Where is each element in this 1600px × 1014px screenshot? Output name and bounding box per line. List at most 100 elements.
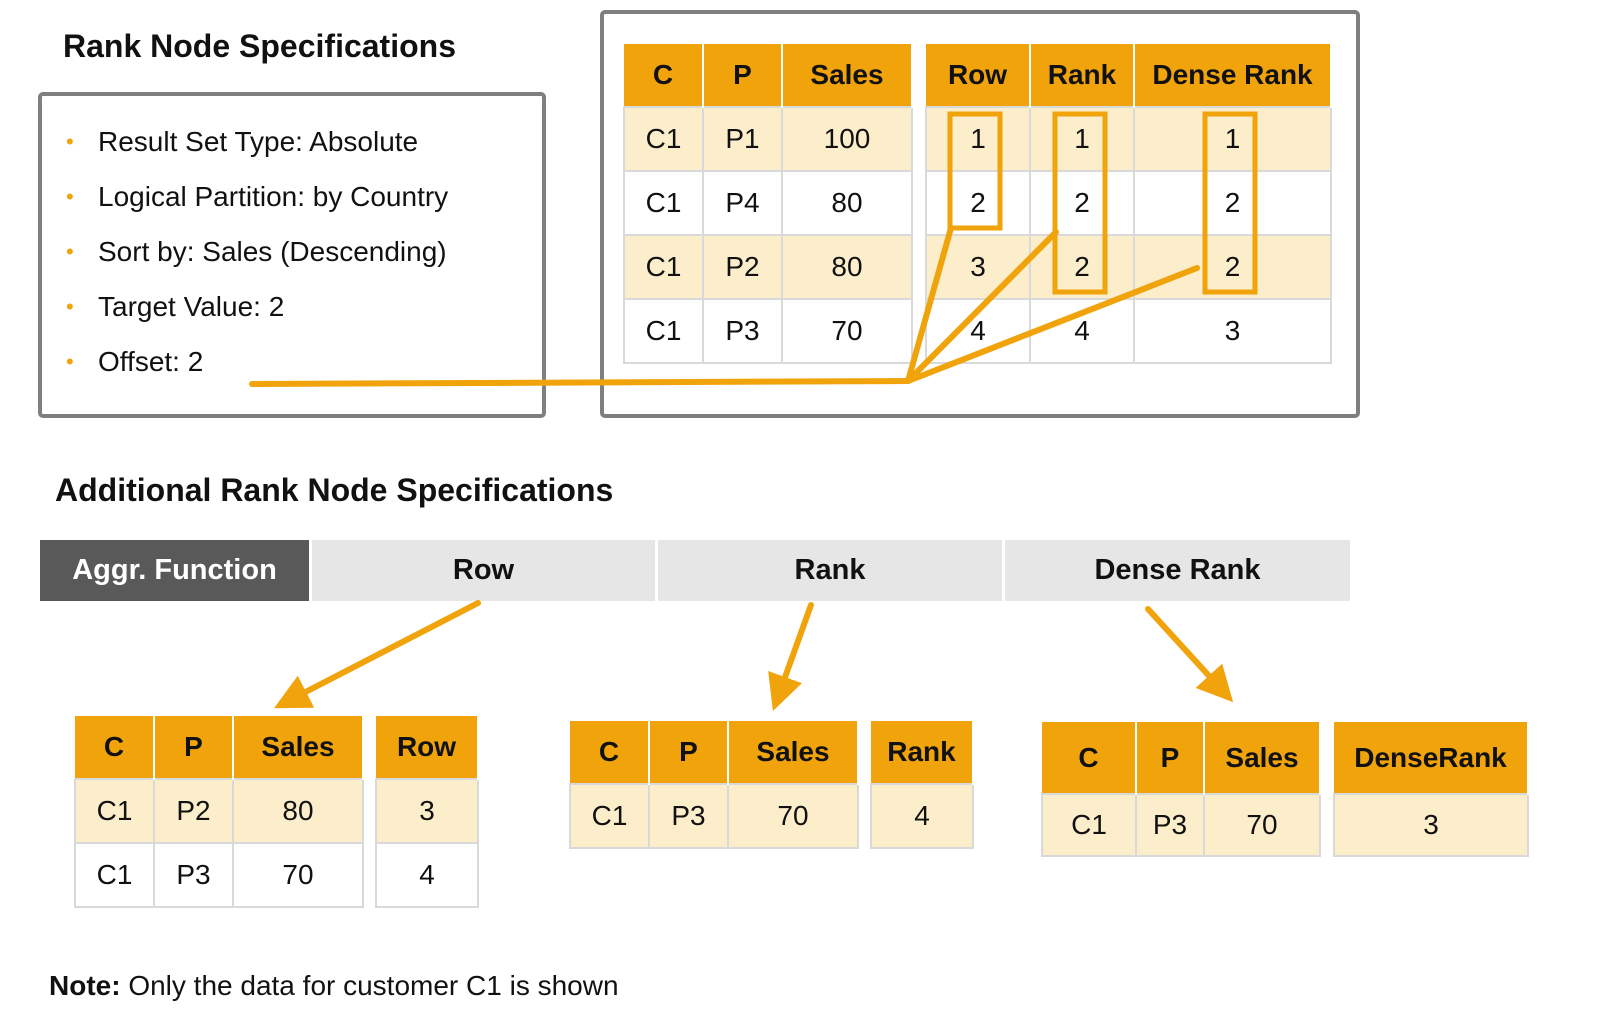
cell: 3 — [925, 234, 1031, 300]
cell: 1 — [1133, 106, 1332, 172]
spec-panel: Result Set Type: Absolute Logical Partit… — [38, 92, 546, 418]
cell: 2 — [1029, 170, 1135, 236]
cell: C1 — [74, 842, 155, 908]
header-row: Row — [376, 716, 479, 779]
aggr-option-row[interactable]: Row — [309, 540, 655, 601]
result-value-rank: Rank 4 — [870, 721, 974, 849]
main-rank-table: C P Sales Row Rank Dense Rank C1 P1 100 … — [623, 44, 1332, 364]
gap-cell — [912, 171, 926, 235]
result-header: C P Sales — [570, 721, 859, 784]
header-sales: Sales — [728, 721, 859, 784]
cell: 4 — [375, 842, 479, 908]
cell: 2 — [925, 170, 1031, 236]
cell: C1 — [1041, 793, 1137, 857]
arrow-row — [274, 600, 481, 709]
result-table-row: C P Sales C1 P2 80 C1 P3 70 — [74, 716, 364, 908]
cell: P4 — [702, 170, 783, 236]
aggr-option-rank[interactable]: Rank — [655, 540, 1002, 601]
cell: 80 — [781, 234, 913, 300]
result-value-dense-rank: DenseRank 3 — [1333, 722, 1529, 857]
header-row: Row — [926, 44, 1031, 107]
header-p: P — [1136, 722, 1205, 794]
spec-result-set-type: Result Set Type: Absolute — [66, 114, 448, 169]
header-c: C — [624, 44, 704, 107]
cell: 70 — [232, 842, 364, 908]
cell: 80 — [232, 778, 364, 844]
note-label: Note: — [49, 970, 121, 1001]
cell: 3 — [375, 778, 479, 844]
cell: 70 — [727, 783, 859, 849]
header-dense-rank: DenseRank — [1334, 722, 1529, 794]
header-rank: Rank — [1030, 44, 1135, 107]
aggr-function-label: Aggr. Function — [40, 540, 309, 601]
spec-sort-by: Sort by: Sales (Descending) — [66, 224, 448, 279]
cell: 4 — [870, 783, 974, 849]
arrow-rank — [768, 602, 814, 711]
cell: 70 — [1203, 793, 1321, 857]
header-p: P — [703, 44, 783, 107]
result-table-dense-rank: C P Sales C1 P3 70 — [1041, 722, 1321, 857]
spec-offset: Offset: 2 — [66, 334, 448, 389]
cell: 80 — [781, 170, 913, 236]
cell: P3 — [702, 298, 783, 364]
main-table-header: C P Sales Row Rank Dense Rank — [624, 44, 1332, 107]
aggr-option-dense-rank[interactable]: Dense Rank — [1002, 540, 1350, 601]
spec-list: Result Set Type: Absolute Logical Partit… — [66, 114, 448, 389]
header-sales: Sales — [233, 716, 364, 779]
cell: P2 — [702, 234, 783, 300]
table-row: C1 P4 80 2 2 2 — [623, 170, 1332, 236]
result-table-rank: C P Sales C1 P3 70 — [569, 721, 859, 849]
header-rank: Rank — [871, 721, 974, 784]
cell: C1 — [74, 778, 155, 844]
header-c: C — [1042, 722, 1137, 794]
cell: C1 — [569, 783, 650, 849]
table-row: C1 P3 70 4 4 3 — [623, 298, 1332, 364]
cell: 4 — [925, 298, 1031, 364]
cell: C1 — [623, 106, 704, 172]
cell: P2 — [153, 778, 234, 844]
header-sales: Sales — [1204, 722, 1321, 794]
arrow-dense-rank — [1145, 606, 1234, 703]
cell: 1 — [925, 106, 1031, 172]
cell: 100 — [781, 106, 913, 172]
spec-target-value: Target Value: 2 — [66, 279, 448, 334]
header-c: C — [75, 716, 155, 779]
header-c: C — [570, 721, 650, 784]
table-row: C1 P3 70 — [569, 783, 859, 849]
header-sales: Sales — [782, 44, 913, 107]
header-p: P — [154, 716, 234, 779]
table-row: C1 P3 70 — [1041, 793, 1321, 857]
header-gap — [912, 44, 926, 107]
cell: C1 — [623, 170, 704, 236]
additional-specs-title: Additional Rank Node Specifications — [55, 472, 614, 508]
cell: 70 — [781, 298, 913, 364]
spec-logical-partition: Logical Partition: by Country — [66, 169, 448, 224]
gap-cell — [912, 299, 926, 363]
table-row: C1 P1 100 1 1 1 — [623, 106, 1332, 172]
cell: 2 — [1133, 170, 1332, 236]
result-value-row: Row 3 4 — [375, 716, 479, 908]
table-row: C1 P3 70 — [74, 842, 364, 908]
note-text: Only the data for customer C1 is shown — [128, 970, 619, 1001]
cell: 3 — [1333, 793, 1529, 857]
cell: P3 — [1135, 793, 1205, 857]
aggr-function-bar: Aggr. Function Row Rank Dense Rank — [40, 540, 1350, 601]
cell: 2 — [1029, 234, 1135, 300]
result-header: C P Sales — [1042, 722, 1321, 794]
cell: P3 — [648, 783, 729, 849]
cell: P1 — [702, 106, 783, 172]
gap-cell — [912, 107, 926, 171]
cell: 3 — [1133, 298, 1332, 364]
table-row: C1 P2 80 — [74, 778, 364, 844]
header-p: P — [649, 721, 729, 784]
gap-cell — [912, 235, 926, 299]
header-dense-rank: Dense Rank — [1134, 44, 1332, 107]
cell: 2 — [1133, 234, 1332, 300]
footnote: Note: Only the data for customer C1 is s… — [49, 970, 619, 1002]
cell: C1 — [623, 298, 704, 364]
cell: 4 — [1029, 298, 1135, 364]
result-header: C P Sales — [75, 716, 364, 779]
cell: P3 — [153, 842, 234, 908]
cell: 1 — [1029, 106, 1135, 172]
cell: C1 — [623, 234, 704, 300]
